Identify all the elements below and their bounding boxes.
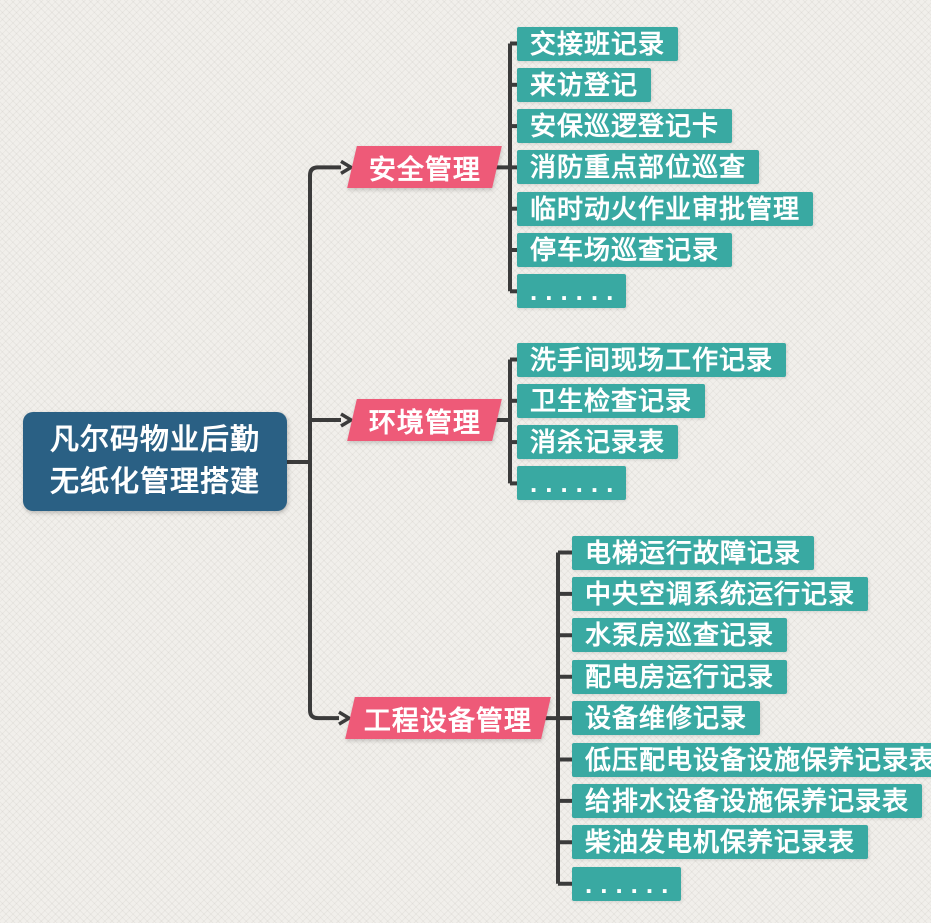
leaf-node[interactable]: 水泵房巡查记录: [572, 618, 788, 653]
leaf-node[interactable]: 柴油发电机保养记录表: [572, 825, 869, 860]
branch-label: 工程设备管理: [364, 705, 532, 736]
leaf-node[interactable]: 低压配电设备设施保养记录表: [572, 742, 931, 777]
leaf-node[interactable]: ......: [517, 274, 627, 309]
leaf-node[interactable]: 停车场巡查记录: [517, 233, 733, 267]
branch-node-security[interactable]: 安全管理: [347, 146, 502, 189]
leaf-node[interactable]: 安保巡逻登记卡: [517, 109, 733, 144]
root-node[interactable]: 凡尔码物业后勤 无纸化管理搭建: [23, 412, 287, 511]
leaf-node[interactable]: 消防重点部位巡查: [517, 150, 760, 185]
leaf-node[interactable]: 交接班记录: [517, 26, 679, 61]
branch-node-environment[interactable]: 环境管理: [347, 399, 502, 441]
root-title-line1: 凡尔码物业后勤: [49, 424, 260, 457]
leaf-node[interactable]: 来访登记: [517, 67, 652, 102]
leaf-node[interactable]: 消杀记录表: [517, 425, 679, 460]
leaf-node[interactable]: 配电房运行记录: [572, 659, 788, 694]
root-title-line2: 无纸化管理搭建: [49, 465, 260, 498]
branch-label: 安全管理: [368, 154, 481, 185]
leaf-node[interactable]: ......: [517, 466, 627, 501]
branch-node-engineering[interactable]: 工程设备管理: [345, 697, 551, 740]
leaf-node[interactable]: 中央空调系统运行记录: [572, 576, 869, 611]
leaf-node[interactable]: 给排水设备设施保养记录表: [572, 783, 923, 818]
leaf-node[interactable]: 洗手间现场工作记录: [517, 342, 787, 377]
leaf-node[interactable]: 电梯运行故障记录: [572, 535, 815, 570]
leaf-node[interactable]: 卫生检查记录: [517, 383, 706, 418]
leaf-node[interactable]: 临时动火作业审批管理: [517, 191, 814, 226]
leaf-node[interactable]: 设备维修记录: [572, 701, 761, 736]
leaf-node[interactable]: ......: [572, 866, 682, 901]
branch-label: 环境管理: [368, 407, 481, 438]
